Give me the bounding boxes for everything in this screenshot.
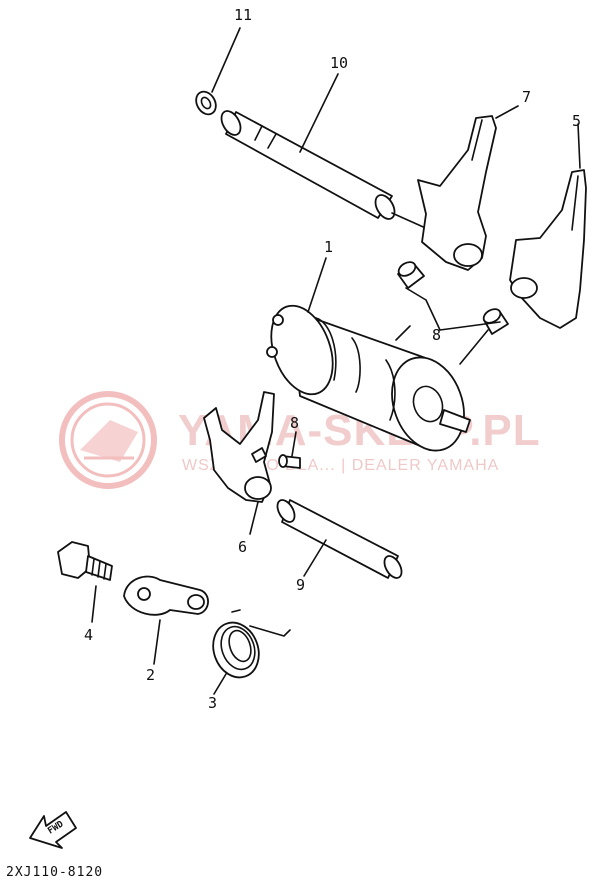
- fwd-arrow: FWD: [29, 811, 77, 849]
- part-9-shaft: [276, 499, 403, 579]
- diagram-code: 2XJ110-8120: [6, 865, 103, 880]
- callout-10: 10: [330, 54, 348, 72]
- part-6-shift-fork: [203, 391, 275, 503]
- part-4-bolt: [57, 541, 113, 581]
- watermark: YAMA-SKLEP.PL WSZYSTKO DLA... | DEALER Y…: [59, 391, 540, 489]
- leader-lines: [91, 27, 581, 695]
- part-2-lever: [123, 575, 209, 616]
- callout-11: 11: [234, 6, 252, 24]
- part-11-circlip: [195, 90, 217, 116]
- callout-2: 2: [146, 666, 155, 684]
- callout-6: 6: [238, 538, 247, 556]
- part-8-pin-b: [482, 308, 509, 335]
- callout-1: 1: [324, 238, 333, 256]
- callout-9: 9: [296, 576, 305, 594]
- callout-8-upper: 8: [432, 326, 441, 344]
- part-1-shift-drum: [266, 304, 471, 452]
- callout-3: 3: [208, 694, 217, 712]
- part-8-pin-a: [397, 261, 425, 289]
- part-7-shift-fork: [417, 115, 497, 271]
- callout-4: 4: [84, 626, 93, 644]
- part-3-spring: [212, 609, 291, 679]
- part-5-shift-fork: [509, 169, 587, 329]
- callout-7: 7: [522, 88, 531, 106]
- part-8-pin-c: [278, 454, 301, 469]
- callout-5: 5: [572, 112, 581, 130]
- watermark-logo: [59, 391, 157, 489]
- part-10-shaft: [220, 110, 396, 220]
- callout-8-lower: 8: [290, 414, 299, 432]
- callout-labels: 11 10 7 5 1 8 8 6 9 4 2 3: [84, 6, 581, 712]
